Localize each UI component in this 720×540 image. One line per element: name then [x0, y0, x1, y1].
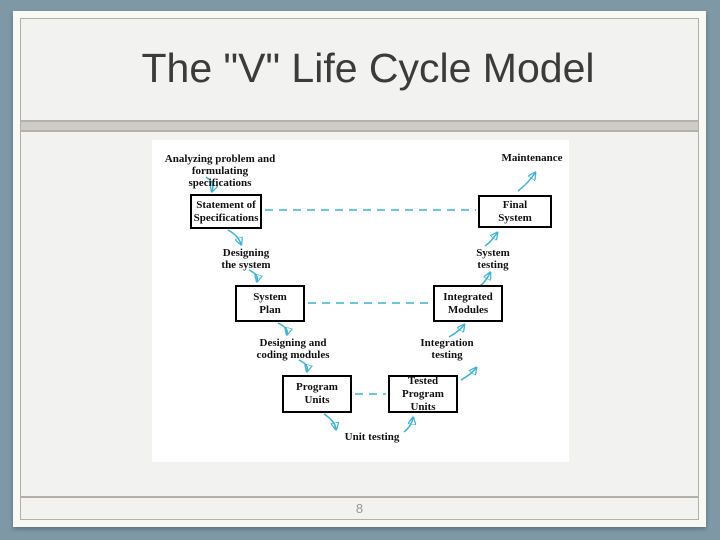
label-analyzing-problem: Analyzing problem and formulating specif… [160, 153, 280, 189]
box-label-line: Integrated [443, 290, 493, 303]
label-line: Analyzing problem and [164, 153, 276, 165]
box-label-line: Program [296, 381, 338, 393]
diagram-box-tested-program-units: Tested Program Units [388, 375, 458, 413]
diagram-box-final-system: Final System [478, 195, 552, 228]
page-number: 8 [355, 501, 364, 516]
label-maintenance: Maintenance [472, 152, 592, 164]
box-label-line: System [253, 290, 287, 303]
box-label-line: System [498, 211, 532, 224]
label-line: testing [431, 349, 463, 361]
label-integration-testing: Integration testing [387, 337, 507, 361]
title-divider [21, 120, 698, 132]
box-label-line: Modules [447, 303, 489, 316]
box-label-line: Program Units [402, 387, 444, 413]
v-model-diagram-canvas: Analyzing problem and formulating specif… [152, 140, 569, 462]
slide-inner-frame: The "V" Life Cycle Model [20, 18, 699, 520]
label-line: Unit testing [344, 431, 400, 443]
label-line: formulating specifications [188, 165, 252, 189]
label-designing-and-coding-modules: Designing and coding modules [233, 337, 353, 361]
label-line: testing [477, 259, 509, 271]
label-line: the system [221, 259, 271, 271]
diagram-box-system-plan: System Plan [235, 285, 305, 322]
label-line: System [476, 247, 510, 259]
label-unit-testing: Unit testing [312, 431, 432, 443]
box-label-line: Plan [259, 303, 281, 316]
label-line: Maintenance [501, 152, 563, 164]
diagram-box-integrated-modules: Integrated Modules [433, 285, 503, 322]
box-label-line: Final [502, 198, 528, 211]
label-line: coding modules [256, 349, 330, 361]
label-line: Integration [420, 337, 474, 349]
label-designing-the-system: Designing the system [186, 247, 306, 271]
label-line: Designing [222, 247, 270, 259]
diagram-box-program-units: Program Units [282, 375, 352, 413]
label-line: Designing and [259, 337, 327, 349]
diagram-box-statement-of-specifications: Statement of Specifications [190, 194, 262, 229]
box-label-line: Specifications [193, 211, 259, 224]
slide-footer: 8 [21, 496, 698, 519]
box-label-line: Tested [407, 374, 439, 387]
slide: The "V" Life Cycle Model [13, 11, 706, 527]
slide-title: The "V" Life Cycle Model [141, 45, 595, 91]
box-label-line: Statement of [196, 198, 256, 211]
label-system-testing: System testing [433, 247, 553, 271]
box-label-line: Units [304, 394, 330, 406]
